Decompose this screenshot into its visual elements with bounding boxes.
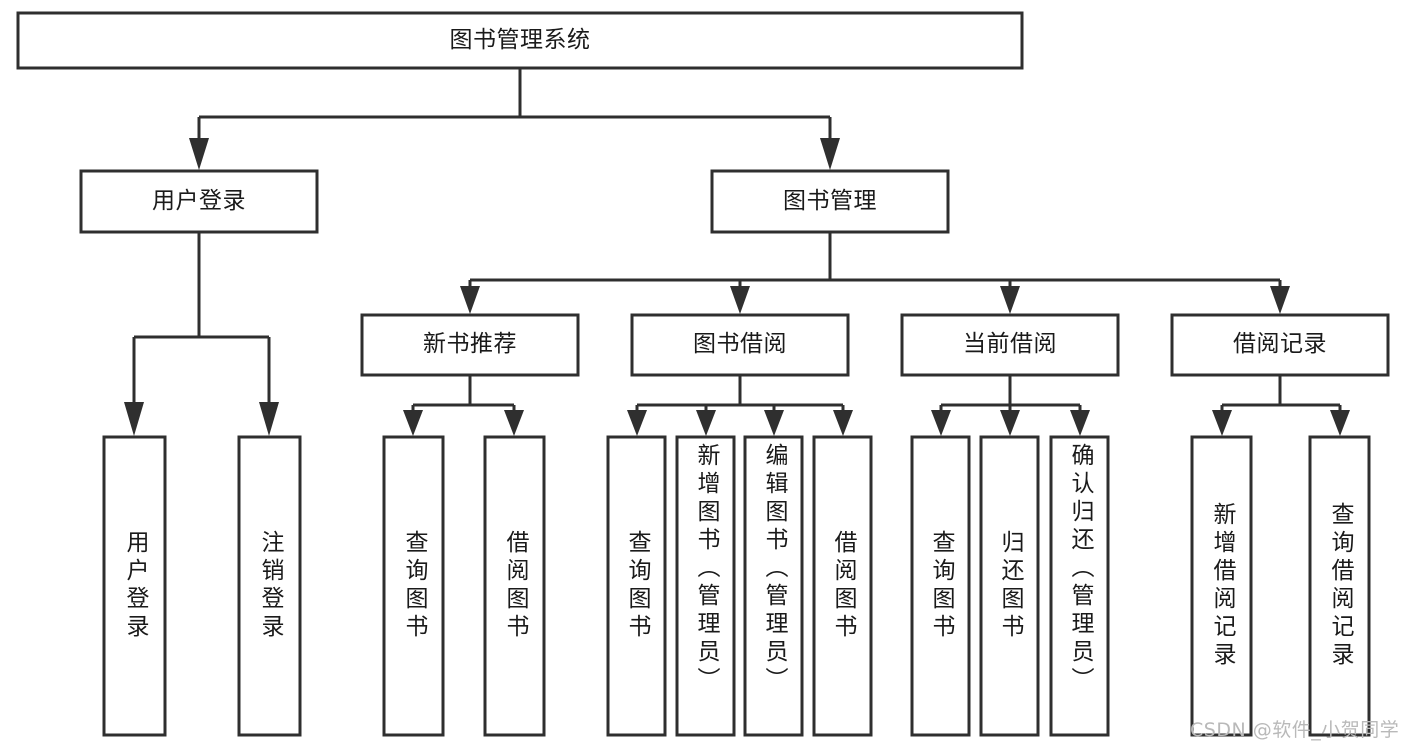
- node-book-management[interactable]: [710, 169, 950, 234]
- arrowhead-book-borrow-1: [627, 410, 647, 436]
- arrowhead-level3-1: [460, 286, 480, 314]
- arrowhead-book-borrow-2: [696, 410, 716, 436]
- node-root-book-management-system[interactable]: [16, 11, 1024, 70]
- arrowhead-level3-2: [730, 286, 750, 314]
- leaf-box-new-book-1[interactable]: [483, 435, 546, 737]
- leaf-box-book-borrow-1[interactable]: [675, 435, 736, 737]
- node-book-borrow[interactable]: [630, 313, 850, 377]
- leaf-box-current-borrow-2[interactable]: [1049, 435, 1110, 737]
- arrowhead-level2-2: [820, 138, 840, 170]
- csdn-watermark: CSDN @软件_小贺同学: [1190, 719, 1400, 741]
- arrowhead-level2-1: [189, 138, 209, 170]
- arrowhead-user-login-1: [124, 402, 144, 436]
- leaf-box-borrow-record-0[interactable]: [1190, 435, 1253, 737]
- arrowhead-level3-4: [1270, 286, 1290, 314]
- arrowhead-book-borrow-4: [833, 410, 853, 436]
- leaf-box-current-borrow-1[interactable]: [979, 435, 1040, 737]
- arrowhead-new-book-2: [504, 410, 524, 436]
- arrowhead-current-borrow-3: [1070, 410, 1090, 436]
- leaf-box-borrow-record-1[interactable]: [1308, 435, 1371, 737]
- arrowhead-book-borrow-3: [764, 410, 784, 436]
- node-borrow-record[interactable]: [1170, 313, 1390, 377]
- node-new-book-recommend[interactable]: [360, 313, 580, 377]
- leaf-box-user-login-1[interactable]: [237, 435, 302, 737]
- arrowhead-current-borrow-2: [1000, 410, 1020, 436]
- arrowhead-new-book-1: [403, 410, 423, 436]
- node-current-borrow[interactable]: [900, 313, 1120, 377]
- arrowhead-borrow-record-2: [1330, 410, 1350, 436]
- node-user-login[interactable]: [79, 169, 319, 234]
- leaf-box-book-borrow-0[interactable]: [606, 435, 667, 737]
- leaf-box-new-book-0[interactable]: [382, 435, 445, 737]
- arrowhead-current-borrow-1: [931, 410, 951, 436]
- leaf-box-user-login-0[interactable]: [102, 435, 167, 737]
- leaf-box-current-borrow-0[interactable]: [910, 435, 971, 737]
- arrowhead-user-login-2: [259, 402, 279, 436]
- arrowhead-level3-3: [1000, 286, 1020, 314]
- leaf-box-book-borrow-2[interactable]: [743, 435, 804, 737]
- leaf-box-book-borrow-3[interactable]: [812, 435, 873, 737]
- arrowhead-borrow-record-1: [1212, 410, 1232, 436]
